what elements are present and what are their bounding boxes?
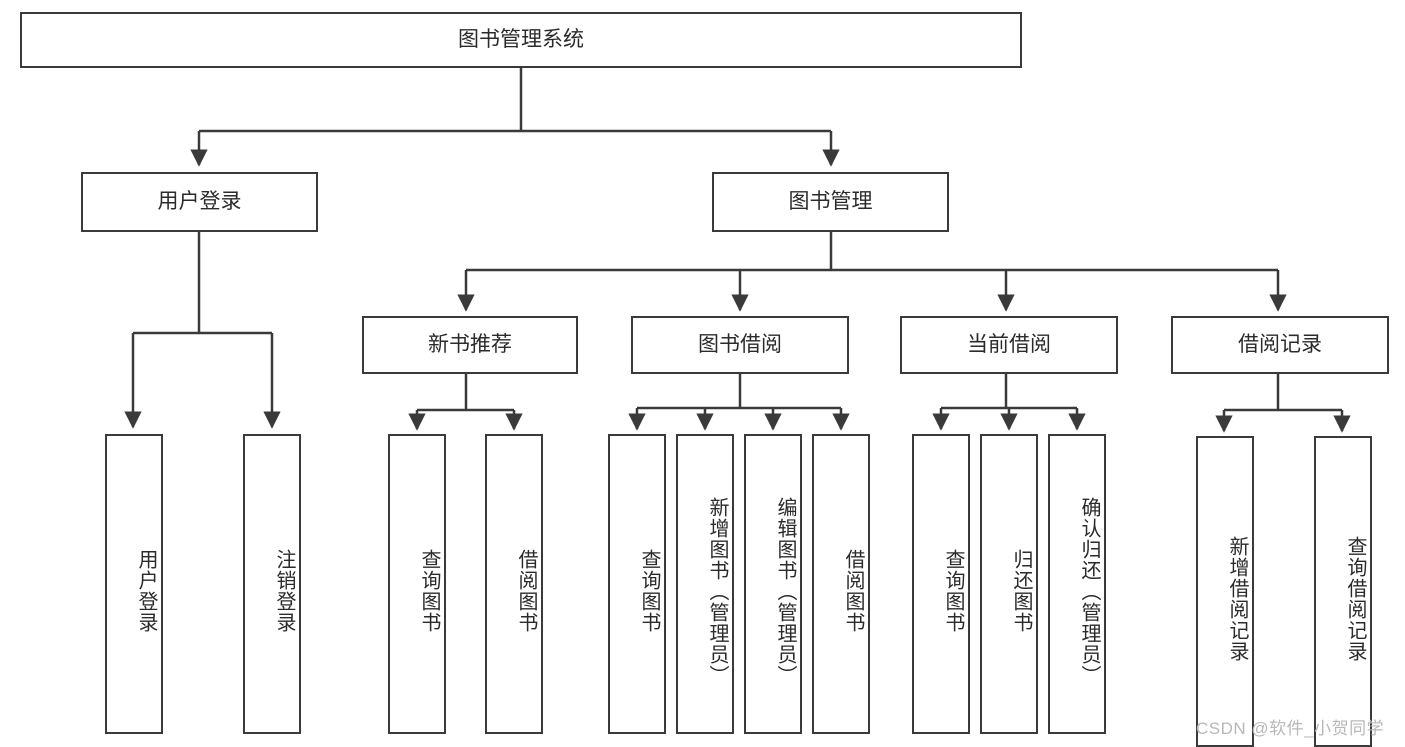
node-user-login[interactable]: 用户登录 bbox=[81, 172, 318, 232]
watermark: CSDN @软件_小贺同学 bbox=[1196, 719, 1385, 738]
node-leaf-borrow-book-1-label: 借阅图书 bbox=[515, 549, 537, 633]
node-leaf-edit-book[interactable]: 编辑图书（管理员） bbox=[744, 434, 802, 734]
node-leaf-query-record[interactable]: 查询借阅记录 bbox=[1314, 436, 1372, 747]
node-leaf-query-book-1-label: 查询图书 bbox=[418, 549, 440, 633]
node-leaf-add-book[interactable]: 新增图书（管理员） bbox=[676, 434, 734, 734]
node-new-book-recommend-label: 新书推荐 bbox=[428, 333, 512, 357]
node-leaf-query-book-3[interactable]: 查询图书 bbox=[912, 434, 970, 734]
node-leaf-query-record-label: 查询借阅记录 bbox=[1344, 535, 1366, 662]
node-leaf-add-record[interactable]: 新增借阅记录 bbox=[1196, 436, 1254, 747]
node-leaf-edit-book-label: 编辑图书（管理员） bbox=[774, 496, 796, 686]
node-leaf-logout[interactable]: 注销登录 bbox=[243, 434, 301, 734]
node-leaf-user-login[interactable]: 用户登录 bbox=[105, 434, 163, 734]
node-borrow-record-label: 借阅记录 bbox=[1238, 333, 1322, 357]
node-book-borrow[interactable]: 图书借阅 bbox=[631, 316, 849, 374]
node-book-management[interactable]: 图书管理 bbox=[712, 172, 949, 232]
node-leaf-query-book-2[interactable]: 查询图书 bbox=[608, 434, 666, 734]
node-leaf-add-record-label: 新增借阅记录 bbox=[1226, 535, 1248, 662]
node-book-management-label: 图书管理 bbox=[788, 190, 873, 214]
node-leaf-user-login-label: 用户登录 bbox=[135, 549, 157, 633]
node-user-login-label: 用户登录 bbox=[157, 190, 242, 214]
node-leaf-add-book-label: 新增图书（管理员） bbox=[706, 496, 728, 686]
node-book-borrow-label: 图书借阅 bbox=[698, 333, 782, 357]
node-leaf-borrow-book-2[interactable]: 借阅图书 bbox=[812, 434, 870, 734]
node-root-label: 图书管理系统 bbox=[458, 28, 584, 52]
node-current-borrow-label: 当前借阅 bbox=[967, 333, 1051, 357]
node-root[interactable]: 图书管理系统 bbox=[20, 12, 1022, 68]
node-leaf-query-book-2-label: 查询图书 bbox=[638, 549, 660, 633]
node-leaf-return-book-label: 归还图书 bbox=[1010, 549, 1032, 633]
node-leaf-borrow-book-2-label: 借阅图书 bbox=[842, 549, 864, 633]
node-leaf-borrow-book-1[interactable]: 借阅图书 bbox=[485, 434, 543, 734]
node-leaf-logout-label: 注销登录 bbox=[273, 549, 295, 633]
node-leaf-return-book[interactable]: 归还图书 bbox=[980, 434, 1038, 734]
node-borrow-record[interactable]: 借阅记录 bbox=[1171, 316, 1389, 374]
node-new-book-recommend[interactable]: 新书推荐 bbox=[362, 316, 578, 374]
node-leaf-query-book-1[interactable]: 查询图书 bbox=[388, 434, 446, 734]
node-leaf-confirm-return[interactable]: 确认归还（管理员） bbox=[1048, 434, 1106, 734]
node-current-borrow[interactable]: 当前借阅 bbox=[900, 316, 1118, 374]
node-leaf-confirm-return-label: 确认归还（管理员） bbox=[1078, 496, 1100, 686]
node-leaf-query-book-3-label: 查询图书 bbox=[942, 549, 964, 633]
